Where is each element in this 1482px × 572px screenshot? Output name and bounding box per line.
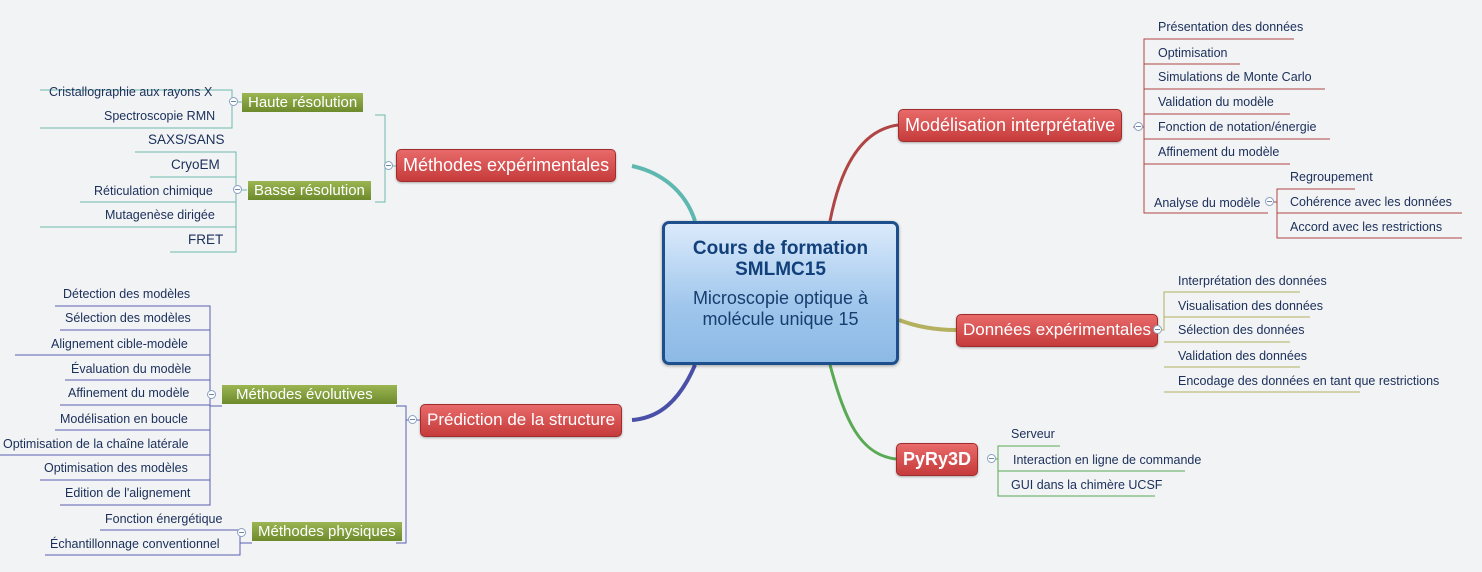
leaf-spectroscopie-rmn[interactable]: Spectroscopie RMN [104,109,216,123]
leaf-interaction-commande[interactable]: Interaction en ligne de commande [1013,453,1202,467]
leaf-optimisation-modeles[interactable]: Optimisation des modèles [44,461,188,475]
collapse-toggle-icon[interactable] [384,161,393,170]
topic-pyry3d[interactable]: PyRy3D [896,443,979,476]
subtopic-haute-resolution[interactable]: Haute résolution [242,93,364,112]
subtopic-analyse-modele[interactable]: Analyse du modèle [1154,196,1261,210]
collapse-toggle-icon[interactable] [233,185,242,194]
collapse-toggle-icon[interactable] [229,97,238,106]
leaf-validation-modele[interactable]: Validation du modèle [1158,95,1274,109]
leaf-mutagenese[interactable]: Mutagenèse dirigée [105,208,215,222]
leaf-detection-modeles[interactable]: Détection des modèles [63,287,191,301]
topic-methodes-experimentales[interactable]: Méthodes expérimentales [396,149,617,182]
leaf-coherence-donnees[interactable]: Cohérence avec les données [1290,195,1452,209]
leaf-reticulation[interactable]: Réticulation chimique [94,184,213,198]
leaf-evaluation-modele[interactable]: Évaluation du modèle [71,362,192,376]
collapse-toggle-icon[interactable] [207,390,216,399]
leaf-validation-donnees[interactable]: Validation des données [1178,349,1308,363]
subtopic-methodes-physiques[interactable]: Méthodes physiques [252,522,402,541]
leaf-encodage-donnees[interactable]: Encodage des données en tant que restric… [1178,374,1440,388]
collapse-toggle-icon[interactable] [1265,197,1274,206]
leaf-gui-chimere[interactable]: GUI dans la chimère UCSF [1011,478,1163,492]
leaf-optimisation-chaine[interactable]: Optimisation de la chaîne latérale [3,437,189,451]
collapse-toggle-icon[interactable] [237,528,246,537]
leaf-visualisation-donnees[interactable]: Visualisation des données [1178,299,1324,313]
topic-prediction-structure[interactable]: Prédiction de la structure [420,404,623,437]
leaf-fonction-energetique[interactable]: Fonction énergétique [105,512,223,526]
leaf-cristallographie[interactable]: Cristallographie aux rayons X [49,85,213,99]
leaf-selection-donnees[interactable]: Sélection des données [1178,323,1305,337]
leaf-edition-alignement[interactable]: Edition de l'alignement [65,486,191,500]
central-topic[interactable]: Cours de formation SMLMC15 Microscopie o… [662,221,899,365]
leaf-optimisation[interactable]: Optimisation [1158,46,1228,60]
leaf-serveur[interactable]: Serveur [1011,427,1055,441]
collapse-toggle-icon[interactable] [1134,122,1143,131]
leaf-selection-modeles[interactable]: Sélection des modèles [65,311,191,325]
topic-donnees-experimentales[interactable]: Données expérimentales [956,314,1159,347]
leaf-fret[interactable]: FRET [188,232,224,247]
leaf-alignement-cible[interactable]: Alignement cible-modèle [51,337,188,351]
leaf-echantillonnage[interactable]: Échantillonnage conventionnel [50,537,220,551]
collapse-toggle-icon[interactable] [408,415,417,424]
leaf-simulations-monte-carlo[interactable]: Simulations de Monte Carlo [1158,70,1312,84]
subtopic-methodes-evolutives[interactable]: Méthodes évolutives [222,385,397,404]
leaf-regroupement[interactable]: Regroupement [1290,170,1373,184]
leaf-affinement-modele-right[interactable]: Affinement du modèle [1158,145,1280,159]
central-topic-subtitle: Microscopie optique à molécule unique 15 [692,288,869,329]
collapse-toggle-icon[interactable] [987,454,996,463]
central-topic-title: Cours de formation SMLMC15 [692,238,869,280]
leaf-affinement-modele[interactable]: Affinement du modèle [68,386,190,400]
leaf-accord-restrictions[interactable]: Accord avec les restrictions [1290,220,1443,234]
subtopic-basse-resolution[interactable]: Basse résolution [248,181,371,200]
leaf-presentation-donnees[interactable]: Présentation des données [1158,20,1304,34]
leaf-cryoem[interactable]: CryoEM [171,157,220,172]
leaf-interpretation-donnees[interactable]: Interprétation des données [1178,274,1327,288]
leaf-fonction-notation[interactable]: Fonction de notation/énergie [1158,120,1317,134]
topic-modelisation-interpretative[interactable]: Modélisation interprétative [898,109,1123,142]
leaf-modelisation-boucle[interactable]: Modélisation en boucle [60,412,188,426]
collapse-toggle-icon[interactable] [1153,325,1162,334]
leaf-saxs-sans[interactable]: SAXS/SANS [148,132,225,147]
